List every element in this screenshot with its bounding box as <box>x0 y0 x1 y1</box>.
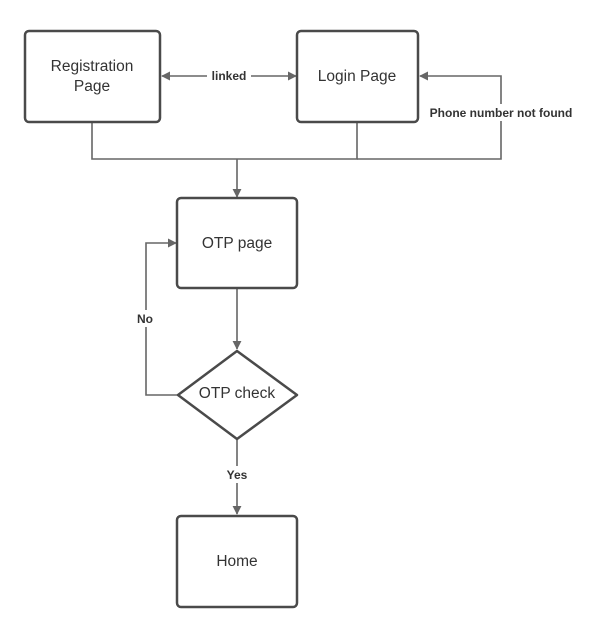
otp-page-label: OTP page <box>202 235 272 252</box>
edges <box>91 71 502 515</box>
edge-registration-to-merge <box>91 123 237 160</box>
edge-label-no: No <box>137 312 153 326</box>
login-box <box>295 29 420 124</box>
home-label: Home <box>216 553 257 570</box>
login-label: Login Page <box>318 68 396 85</box>
registration-label-line2: Page <box>74 78 110 95</box>
otp-check-diamond <box>176 349 299 441</box>
otp-page-box <box>175 196 299 290</box>
edge-label-linked: linked <box>212 69 247 83</box>
otp-check-label: OTP check <box>199 385 276 402</box>
node-otp-check: OTP check <box>176 349 299 441</box>
node-registration: Registration Page <box>23 29 162 124</box>
home-box <box>175 514 299 609</box>
registration-box <box>23 29 162 124</box>
node-login: Login Page <box>295 29 420 124</box>
registration-label-line1: Registration <box>51 58 134 75</box>
edge-label-yes: Yes <box>227 468 248 482</box>
node-otp-page: OTP page <box>175 196 299 290</box>
edge-labels: linked Phone number not found No Yes <box>134 67 584 483</box>
node-home: Home <box>175 514 299 609</box>
edge-login-to-merge <box>237 123 358 160</box>
edge-label-phone-not-found: Phone number not found <box>430 106 573 120</box>
